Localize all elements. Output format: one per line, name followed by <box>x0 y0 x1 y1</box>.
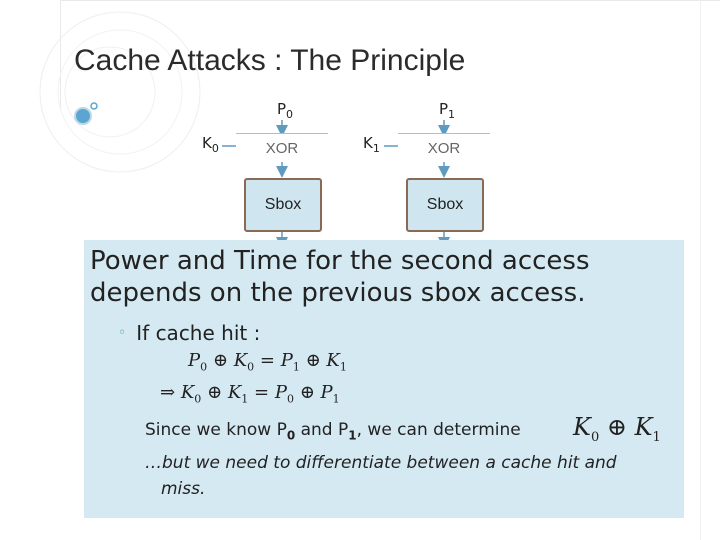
equation-1: P0 ⊕ K0 = P1 ⊕ K1 <box>188 350 347 374</box>
frame-line-left <box>60 0 61 110</box>
sbox-right: Sbox <box>406 178 484 232</box>
xor-box-left: XOR <box>236 133 328 162</box>
ring-bullet-icon: ◦ <box>118 325 127 341</box>
bullet-dot-small-icon <box>90 102 98 110</box>
label-p0: P0 <box>277 100 294 121</box>
slide-title: Cache Attacks : The Principle <box>74 44 466 77</box>
bullet-text: If cache hit : <box>136 321 261 345</box>
main-statement: Power and Time for the second access dep… <box>90 245 680 309</box>
label-p1: P1 <box>439 100 456 121</box>
frame-line-top <box>60 0 720 1</box>
note-line-1: …but we need to differentiate between a … <box>145 453 617 473</box>
bullet-dot-large-icon <box>74 107 92 125</box>
frame-line-right <box>700 0 701 540</box>
equation-2: ⇒ K0 ⊕ K1 = P0 ⊕ P1 <box>160 382 340 406</box>
key-xor-expression: K0 ⊕ K1 <box>573 413 661 445</box>
bullet-cache-hit: ◦ If cache hit : <box>118 321 260 345</box>
note-line-2: miss. <box>161 479 206 499</box>
xor-box-right: XOR <box>398 133 490 162</box>
main-line-1: Power and Time for the second access <box>90 246 590 276</box>
since-text: Since we know P0 and P1, we can determin… <box>145 420 521 443</box>
content-panel <box>84 240 684 518</box>
label-k0: K0 <box>202 134 219 155</box>
main-line-2: depends on the previous sbox access. <box>90 278 586 308</box>
sbox-left: Sbox <box>244 178 322 232</box>
label-k1: K1 <box>363 134 380 155</box>
note-text: …but we need to differentiate between a … <box>145 450 690 502</box>
